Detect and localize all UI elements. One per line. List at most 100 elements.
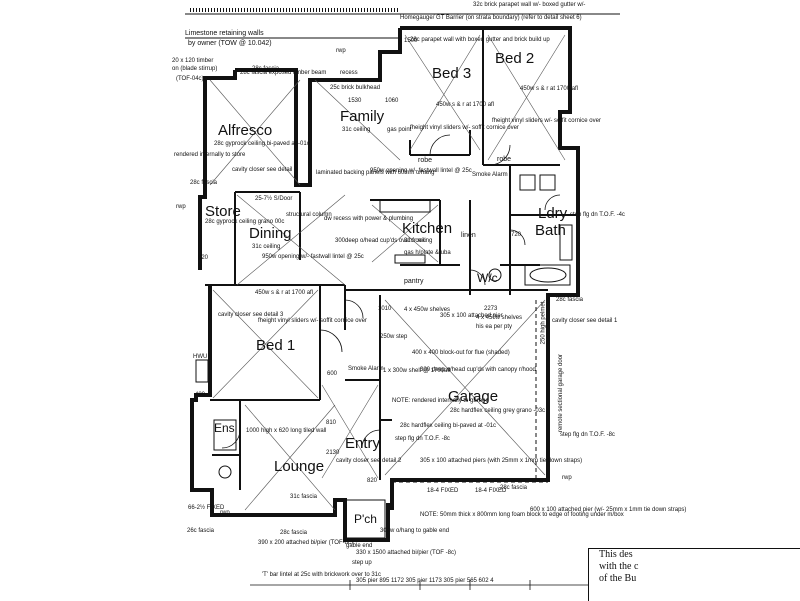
note-fascia-1: 28c fascia [252, 66, 280, 72]
dim-1010: 1010 [378, 306, 392, 312]
dim-810: 810 [326, 420, 337, 426]
note-cavity-d3: cavity closer see detail 3 [218, 312, 284, 318]
note-retaining: Limestone retaining walls [185, 30, 264, 37]
room-ldry: Ldry [538, 205, 568, 222]
note-entry-ceiling: 28c hardflex ceiling bi-paved at -01c [400, 423, 497, 429]
note-step-fig-2: step flg dn T.O.F. -4c [570, 212, 625, 218]
note-smoke-2: Smoke Alarm [348, 366, 384, 372]
note-attached-pier-2: 600 x 100 attached pier (w/- 25mm x 1mm … [530, 507, 687, 513]
note-attached-pier: 305 x 100 attached pier [440, 313, 503, 319]
note-hwu: HWU [193, 354, 208, 360]
note-step250: 250w step [380, 334, 408, 340]
note-smoke-1: Smoke Alarm [472, 172, 508, 178]
note-shelves4b: 4 x 450w shelves [476, 315, 523, 321]
dim-480: 480 [195, 392, 206, 398]
note-rwp-1: rwp [336, 48, 346, 54]
note-lintel: 'T' bar lintel at 25c with brickwork ove… [262, 572, 382, 578]
ceiling-diagonals [209, 34, 566, 511]
note-rwp-4: rwp [220, 510, 230, 516]
note-tiled-wall: 1000 high x 620 long tiled wall [246, 428, 327, 434]
room-robe2: robe [497, 156, 512, 163]
note-recess: recess [340, 70, 358, 76]
note-bed3-sill: 450w s & r at 1700 afl [436, 102, 495, 108]
note-gas-hotplate: gas h/plate & uba [404, 250, 451, 256]
dim-2273: 2273 [484, 306, 498, 312]
dim-820-1: 820 [198, 255, 209, 261]
room-porch: P'ch [354, 512, 377, 526]
room-pantry: pantry [404, 278, 424, 285]
note-dining-ceiling: 31c ceiling [252, 244, 281, 250]
note-step-fig-3: step flg dn T.O.F. -8c [560, 432, 615, 438]
note-blockout: 400 x 400 block-out for flue (shaded) [412, 350, 510, 356]
note-rendered-store: rendered internally to store [174, 152, 246, 158]
note-shelf: 1 x 300w shelf @ 1700afl [383, 368, 451, 374]
note-tob: (TOF-04c) [176, 76, 204, 82]
room-wc: W/c [477, 271, 498, 285]
note-store-ceiling: 28c gyprock ceiling grano 00c [205, 219, 285, 225]
note-sf-door: 25-7½ S/Door [255, 196, 293, 202]
note-cupds-canopy: 300 deep o/head cup'ds with canopy r/hoo… [420, 367, 536, 373]
note-gable: gable end [346, 543, 373, 549]
note-rwp-2: rwp [176, 204, 186, 210]
note-garage-door: remote sectional garage door [558, 353, 565, 433]
sheet-note-line-2: with the c [599, 561, 639, 572]
note-fixed-1: 18-4 FIXED [427, 488, 459, 494]
note-alfresco-ceiling: 28c gyprock ceiling bi-paved at -01c [214, 141, 310, 147]
external-walls [190, 26, 580, 542]
room-linen: linen [461, 232, 476, 239]
room-store: Store [205, 203, 241, 220]
note-shelves4: 4 x 450w shelves [404, 307, 451, 313]
dim-1530: 1530 [348, 98, 362, 104]
note-family-ceiling: 31c ceiling [342, 127, 371, 133]
dim-820-2: 820 [367, 478, 378, 484]
room-bed2: Bed 2 [495, 50, 535, 67]
room-kitchen: Kitchen [402, 220, 453, 237]
sheet-note-box: This des with the c of the Bu [588, 548, 800, 601]
dim-720: 720 [511, 232, 522, 238]
note-dw: dw recess with power & plumbing [324, 216, 414, 222]
note-fascia-4: 28c fascia [500, 485, 528, 491]
note-rwp-3: rwp [562, 475, 572, 481]
note-sliders-1: fheight vinyl sliders w/- soffit cornice… [258, 318, 367, 324]
dim-2130: 2130 [326, 450, 340, 456]
room-alfresco: Alfresco [218, 122, 273, 139]
note-fascia-6: 26c fascia [187, 528, 215, 534]
note-cavity-d4: cavity closer see detail 4 [232, 167, 298, 173]
note-pelmet: 250 high pelmet [540, 301, 547, 345]
note-step-up: step up [352, 560, 372, 566]
dim-1500: 1500 [404, 38, 418, 44]
note-sliders-2: fheight vinyl sliders w/- soffit cornice… [492, 118, 601, 124]
dim-1060: 1060 [385, 98, 399, 104]
note-cavity-d1: cavity closer see detail 1 [552, 318, 618, 324]
note-garage-ceiling: 28c hardflex ceiling grey grano -03c [450, 408, 546, 414]
note-homegauge: Homegauge/ GT Barrier (on strata boundar… [400, 15, 582, 21]
note-structural: structural column [286, 212, 332, 218]
note-exposed: 28c fascia exposed timber beam [240, 70, 327, 76]
dim-600: 600 [327, 371, 338, 377]
door-swings [221, 134, 561, 449]
note-kitchen-ceiling: 31c ceiling [404, 238, 433, 244]
note-gas-point: gas point [387, 127, 412, 133]
note-lounge-fascia: 31c fascia [290, 494, 318, 500]
note-bi-pier-2: 330 x 1500 attached bi/pier (TOF -8c) [356, 550, 456, 556]
note-timber-2: on (blade stirrup) [172, 66, 218, 72]
room-family: Family [340, 108, 385, 125]
fixtures [195, 174, 573, 539]
sheet-note-line-1: This des [599, 549, 633, 560]
note-step-fig: step flg dn T.O.F. -8c [395, 436, 450, 442]
bottom-dimension-line [250, 580, 590, 590]
note-cupds: 300deep o/head cup'ds over fr rec [335, 238, 426, 244]
room-bed3: Bed 3 [432, 65, 472, 82]
room-lounge: Lounge [274, 458, 325, 475]
note-cavity-d2: cavity closer see detail 2 [336, 458, 402, 464]
note-fascia-3: 28c fascia [556, 297, 584, 303]
note-fascia-2: 28c fascia [190, 180, 218, 186]
sheet-note-line-3: of the Bu [599, 573, 637, 584]
note-slab: NOTE: 50mm thick x 800mm long foam block… [420, 512, 624, 518]
note-rendered-garage: NOTE: rendered internally to garage [392, 398, 489, 404]
room-garage: Garage [448, 388, 499, 405]
bottom-dims: 305 pier 895 1172 305 pier 1173 305 pier… [356, 578, 494, 584]
room-robe1: robe [418, 157, 433, 164]
note-retaining-2: by owner (TOW @ 10.042) [188, 40, 272, 47]
